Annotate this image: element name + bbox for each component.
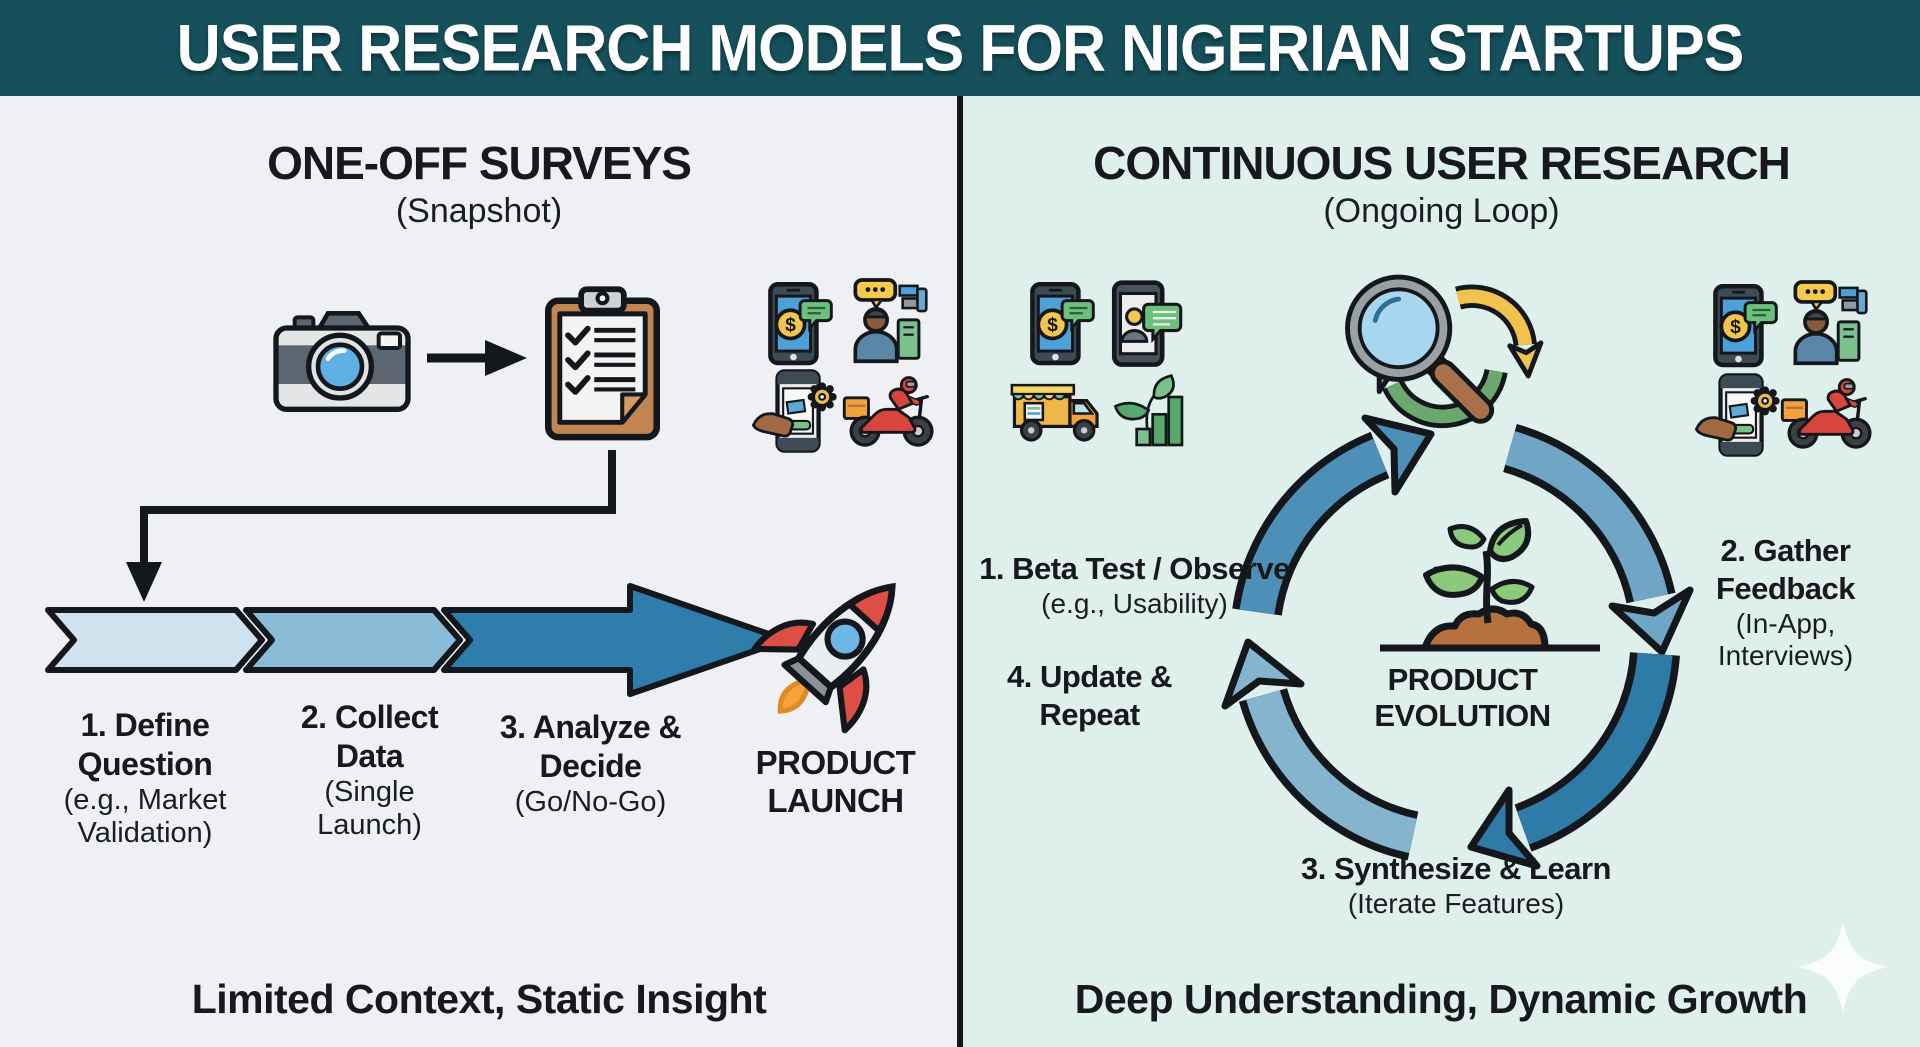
magnifier-loop-icon — [1345, 274, 1544, 429]
cycle-step-4-label: 4. Update & Repeat — [1006, 659, 1173, 732]
step-3-sublabel: (Go/No-Go) — [514, 786, 667, 819]
cycle-step-3-label: 3. Synthesize & Learn — [1301, 851, 1611, 886]
step-2-block: 2. Collect Data (Single Launch) — [272, 698, 467, 843]
camera-icon — [273, 311, 411, 412]
right-tagline: Deep Understanding, Dynamic Growth — [1074, 976, 1808, 1022]
growth-plant-chart-icon — [1113, 374, 1184, 447]
step-2-label: 2. Collect Data — [300, 699, 439, 775]
mobile-payment-phone-icon: $ — [1030, 282, 1095, 366]
step-3-block: 3. Analyze & Decide (Go/No-Go) — [488, 708, 693, 819]
left-tagline: Limited Context, Static Insight — [191, 976, 767, 1022]
product-evolution-label: PRODUCT EVOLUTION — [1374, 662, 1551, 733]
step-3-label: 3. Analyze & Decide — [499, 709, 682, 785]
mobile-payment-phone-icon: $ — [768, 282, 833, 366]
app-gear-phone-icon — [751, 369, 837, 453]
delivery-motorcycle-icon — [1780, 378, 1872, 449]
customer-feedback-person-icon — [1793, 280, 1868, 366]
step-2-sublabel: (Single Launch) — [317, 776, 422, 842]
cycle-step-1-label: 1. Beta Test / Observe — [979, 551, 1290, 586]
step-1-label: 1. Define Question — [77, 707, 213, 783]
sparkle-icon — [1798, 922, 1888, 1012]
research-cycle-arrows — [1221, 414, 1694, 870]
cycle-step-1-sublabel: (e.g., Usability) — [1041, 587, 1228, 619]
market-truck-icon — [1010, 383, 1099, 442]
delivery-motorcycle-icon — [842, 376, 934, 447]
cycle-step-3-block: 3. Synthesize & Learn (Iterate Features) — [1256, 850, 1656, 920]
app-gear-phone-icon — [1694, 373, 1780, 457]
cycle-step-2-label: 2. Gather Feedback — [1715, 533, 1856, 606]
main-title: USER RESEARCH MODELS FOR NIGERIAN STARTU… — [176, 11, 1745, 85]
elbow-connector-arrow — [126, 450, 616, 602]
sprout-icon — [1380, 518, 1600, 652]
customer-feedback-person-icon — [853, 278, 928, 364]
right-panel-subtitle: (Ongoing Loop) — [1323, 192, 1560, 230]
svg-text:$: $ — [785, 315, 796, 336]
process-chevron-arrow — [45, 583, 789, 697]
arrow-right-icon — [427, 340, 527, 376]
chat-phone-icon — [1111, 280, 1183, 367]
cycle-step-1-block: 1. Beta Test / Observe (e.g., Usability) — [962, 550, 1307, 620]
cycle-step-3-sublabel: (Iterate Features) — [1347, 887, 1565, 919]
product-launch-label: PRODUCT LAUNCH — [755, 744, 916, 819]
header-bar: USER RESEARCH MODELS FOR NIGERIAN STARTU… — [0, 0, 1920, 96]
svg-text:$: $ — [1730, 317, 1741, 338]
cycle-step-2-block: 2. Gather Feedback (In-App, Interviews) — [1688, 532, 1883, 672]
step-1-sublabel: (e.g., Market Validation) — [63, 784, 227, 850]
step-1-block: 1. Define Question (e.g., Market Validat… — [40, 706, 250, 851]
rocket-icon — [751, 582, 896, 734]
mobile-payment-phone-icon: $ — [1713, 284, 1778, 368]
svg-text:$: $ — [1047, 315, 1058, 336]
left-panel-subtitle: (Snapshot) — [395, 192, 563, 230]
survey-checklist-icon — [545, 286, 660, 441]
panel-divider — [957, 96, 963, 1047]
left-panel-title: ONE-OFF SURVEYS — [267, 137, 692, 189]
right-panel-title: CONTINUOUS USER RESEARCH — [1093, 137, 1791, 189]
left-panel: ONE-OFF SURVEYS (Snapshot) — [0, 96, 958, 1047]
right-panel: CONTINUOUS USER RESEARCH (Ongoing Loop) … — [963, 96, 1920, 1047]
cycle-step-2-sublabel: (In-App, Interviews) — [1717, 607, 1854, 671]
